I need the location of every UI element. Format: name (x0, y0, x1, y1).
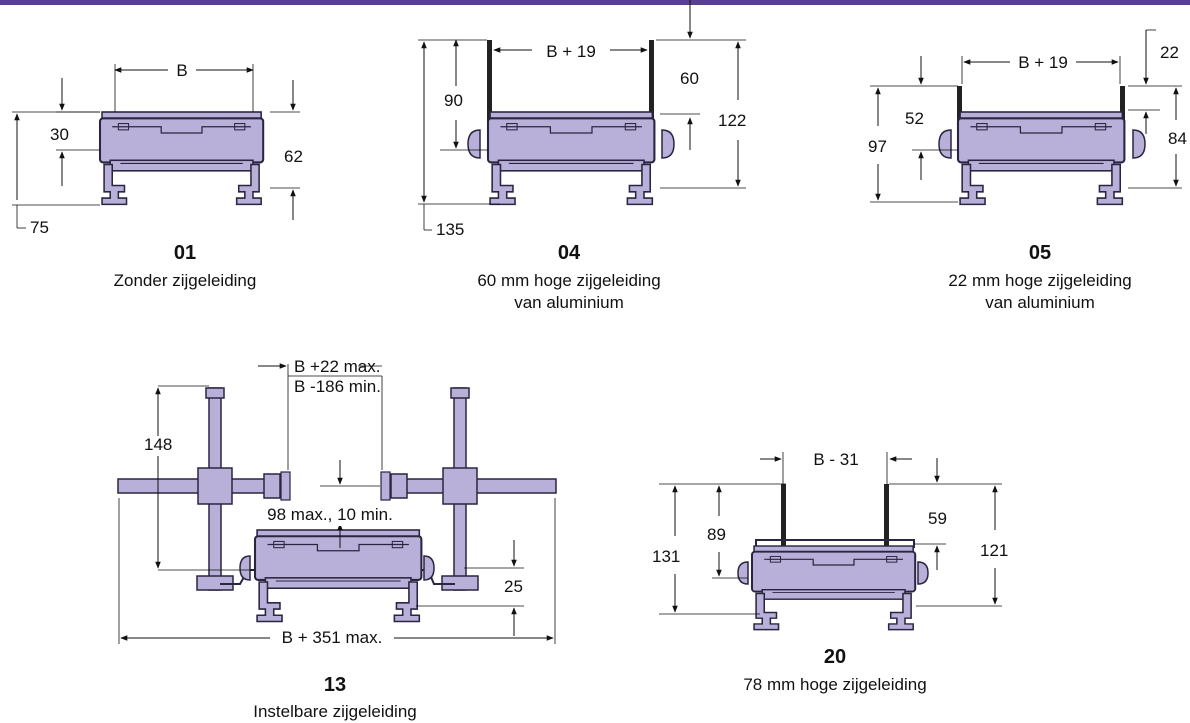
dim-13-gap: 98 max., 10 min. (267, 505, 393, 524)
figure-01: B 30 62 75 (12, 58, 303, 237)
dim-04-height: 122 (718, 111, 746, 130)
dim-13-max: B +22 max. (294, 357, 380, 376)
dim-13-low: 25 (504, 577, 523, 596)
dim-05-height: 84 (1168, 129, 1187, 148)
dim-04-width: B + 19 (546, 42, 596, 61)
figure-20: B - 31 131 89 59 121 (652, 450, 1008, 631)
figure-label-20: 78 mm hoge zijgeleiding (743, 675, 927, 694)
dim-20-total: 131 (652, 547, 680, 566)
figure-code-04: 04 (557, 242, 581, 264)
dim-20-width: B - 31 (813, 450, 858, 469)
figure-code-20: 20 (823, 646, 847, 668)
dim-13-height: 148 (144, 435, 172, 454)
figure-code-05: 05 (1028, 242, 1052, 264)
dim-01-total: 75 (30, 218, 49, 237)
figure-04: B + 19 60 90 122 135 (418, 0, 746, 239)
dim-05-width: B + 19 (1018, 53, 1068, 72)
figure-label-05: 22 mm hoge zijgeleiding (948, 271, 1132, 290)
dim-01-width: B (176, 61, 187, 80)
figure-13: B +22 max. B -186 min. 148 98 max., 10 m… (117, 357, 557, 650)
dim-04-mid: 90 (444, 91, 463, 110)
header-bar (0, 0, 1190, 5)
dim-13-width: B + 351 max. (282, 628, 383, 647)
dim-20-rail: 59 (928, 509, 947, 528)
figure-code-01: 01 (173, 242, 197, 264)
dim-05-total: 97 (868, 137, 887, 156)
dim-20-height: 121 (980, 541, 1008, 560)
dim-05-rail: 22 (1160, 43, 1179, 62)
figure-05: B + 19 22 52 84 97 (868, 29, 1187, 206)
dim-13-min: B -186 min. (294, 377, 381, 396)
dim-04-rail: 60 (680, 69, 699, 88)
figure-label-05-line2: van aluminium (985, 293, 1095, 312)
figure-label-13: Instelbare zijgeleiding (253, 702, 417, 721)
figure-label-04: 60 mm hoge zijgeleiding (477, 271, 661, 290)
dim-04-total: 135 (436, 220, 464, 239)
figure-label-04-line2: van aluminium (514, 293, 624, 312)
dim-01-top: 30 (50, 125, 69, 144)
dim-20-mid: 89 (707, 525, 726, 544)
dim-05-mid: 52 (905, 109, 924, 128)
figure-label-01: Zonder zijgeleiding (113, 271, 257, 290)
dim-01-height: 62 (284, 147, 303, 166)
figure-code-13: 13 (323, 674, 347, 696)
